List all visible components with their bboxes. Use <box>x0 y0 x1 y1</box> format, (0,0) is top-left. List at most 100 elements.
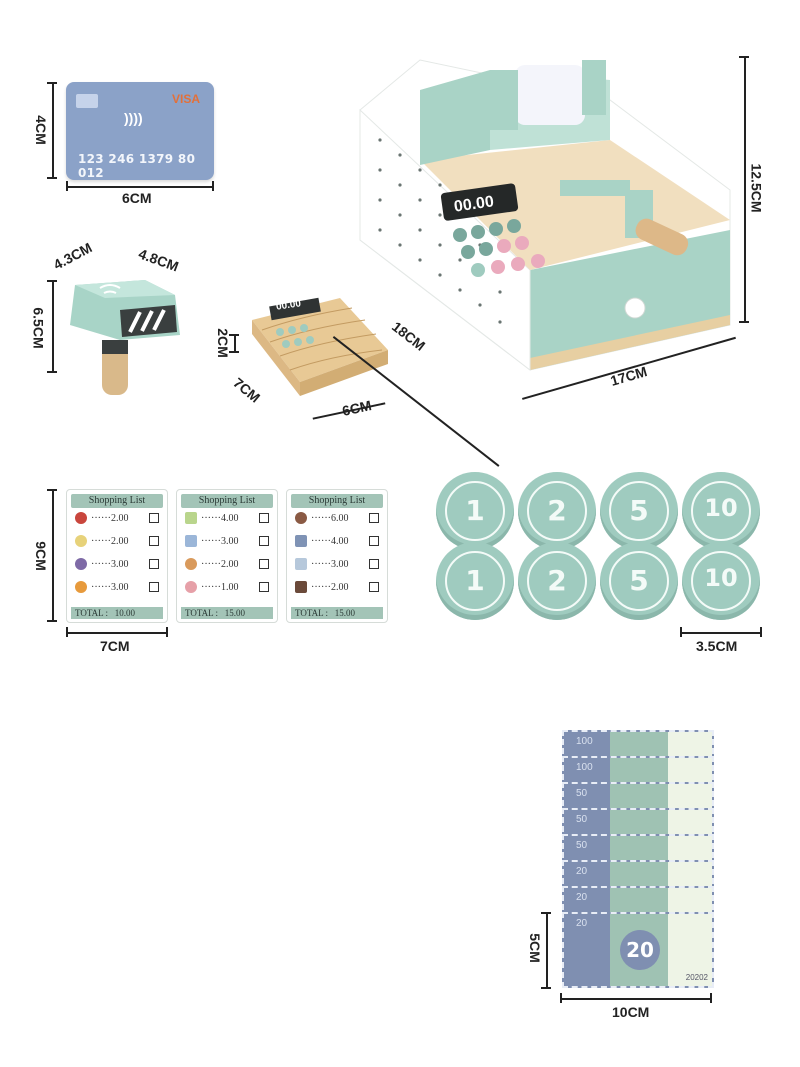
shopping-list-2: Shopping List ······4.00 ······3.00 ····… <box>176 489 278 623</box>
list-item: ······6.00 <box>287 508 387 531</box>
shopping-list-title: Shopping List <box>291 494 383 508</box>
coin-diameter-line <box>680 632 762 634</box>
checkbox[interactable] <box>259 582 269 592</box>
list-height-line <box>52 489 54 621</box>
list-total: TOTAL : 15.00 <box>181 607 273 619</box>
note-width-label: 10CM <box>612 1004 650 1020</box>
payment-terminal <box>252 297 388 396</box>
credit-card: )))) VISA 123 246 1379 80 012 <box>66 82 214 180</box>
barcode-scanner <box>70 280 180 395</box>
list-item: ······4.00 <box>177 508 277 531</box>
checkbox[interactable] <box>149 513 159 523</box>
list-item: ······2.00 <box>67 508 167 531</box>
register-height-label: 12.5CM <box>748 163 765 213</box>
checkbox[interactable] <box>259 513 269 523</box>
terminal-width-label: 6CM <box>340 397 373 419</box>
tick <box>47 280 57 282</box>
soap-icon <box>185 512 197 524</box>
card-height-label: 4CM <box>32 115 49 145</box>
jar-icon <box>295 581 307 593</box>
tick <box>47 489 57 491</box>
checkbox[interactable] <box>259 559 269 569</box>
tick <box>66 181 68 191</box>
card-width-line <box>66 186 214 188</box>
tick <box>739 321 749 323</box>
milk-icon <box>295 558 307 570</box>
checkbox[interactable] <box>369 582 379 592</box>
shopping-list-1: Shopping List ······2.00 ······2.00 ····… <box>66 489 168 623</box>
checkbox[interactable] <box>369 513 379 523</box>
list-item: ······2.00 <box>287 577 387 600</box>
list-total: TOTAL : 15.00 <box>291 607 383 619</box>
coin: 10 <box>682 472 760 550</box>
card-height-line <box>52 82 54 178</box>
list-item: ······2.00 <box>177 554 277 577</box>
tick <box>47 620 57 622</box>
list-item: ······1.00 <box>177 577 277 600</box>
note-height-line <box>546 912 548 988</box>
list-item: ······3.00 <box>177 531 277 554</box>
checkbox[interactable] <box>259 536 269 546</box>
bread-icon <box>185 558 197 570</box>
tick <box>212 181 214 191</box>
lemon-icon <box>75 535 87 547</box>
note-width-line <box>560 998 712 1000</box>
toothbrush-icon <box>185 535 197 547</box>
tick <box>229 351 239 353</box>
checkbox[interactable] <box>369 559 379 569</box>
checkbox[interactable] <box>369 536 379 546</box>
tick <box>739 56 749 58</box>
orange-icon <box>75 581 87 593</box>
grape-icon <box>75 558 87 570</box>
coin: 1 <box>436 472 514 550</box>
tick <box>47 82 57 84</box>
list-item: ······4.00 <box>287 531 387 554</box>
coin: 2 <box>518 542 596 620</box>
checkbox[interactable] <box>149 582 159 592</box>
banknote: 20 20 20202 <box>562 912 714 988</box>
tick <box>541 987 551 989</box>
card-chip <box>76 94 98 108</box>
tick <box>560 993 562 1003</box>
coin: 5 <box>600 472 678 550</box>
tick <box>680 627 682 637</box>
note-face-value: 20 <box>620 930 660 970</box>
shopping-list-title: Shopping List <box>71 494 163 508</box>
coin: 2 <box>518 472 596 550</box>
list-item: ······3.00 <box>67 554 167 577</box>
list-height-label: 9CM <box>32 541 49 571</box>
checkbox[interactable] <box>149 536 159 546</box>
note-serial: 20202 <box>685 973 708 982</box>
list-item: ······2.00 <box>67 531 167 554</box>
tick <box>47 177 57 179</box>
checkbox[interactable] <box>149 559 159 569</box>
card-brand: VISA <box>171 92 200 106</box>
coin-diameter-label: 3.5CM <box>696 638 738 654</box>
cash-register <box>359 59 731 372</box>
tick <box>66 627 68 637</box>
list-item: ······3.00 <box>287 554 387 577</box>
coin: 1 <box>436 542 514 620</box>
coin: 5 <box>600 542 678 620</box>
register-height-line <box>744 56 746 322</box>
list-width-line <box>66 632 168 634</box>
card-number: 123 246 1379 80 012 <box>78 152 196 180</box>
tick <box>760 627 762 637</box>
terminal-height-label: 2CM <box>214 328 231 358</box>
tick <box>710 993 712 1003</box>
tick <box>541 912 551 914</box>
list-total: TOTAL : 10.00 <box>71 607 163 619</box>
shopping-list-3: Shopping List ······6.00 ······4.00 ····… <box>286 489 388 623</box>
shopping-list-title: Shopping List <box>181 494 273 508</box>
note-height-label: 5CM <box>526 933 543 963</box>
scanner-height-line <box>52 280 54 372</box>
card-width-label: 6CM <box>122 190 152 206</box>
tick <box>229 334 239 336</box>
terminal-height-line <box>234 334 236 352</box>
cookie-box-icon <box>295 535 307 547</box>
card-hologram: )))) <box>124 110 143 126</box>
tick <box>166 627 168 637</box>
tick <box>47 371 57 373</box>
list-item: ······3.00 <box>67 577 167 600</box>
sponge-icon <box>185 581 197 593</box>
